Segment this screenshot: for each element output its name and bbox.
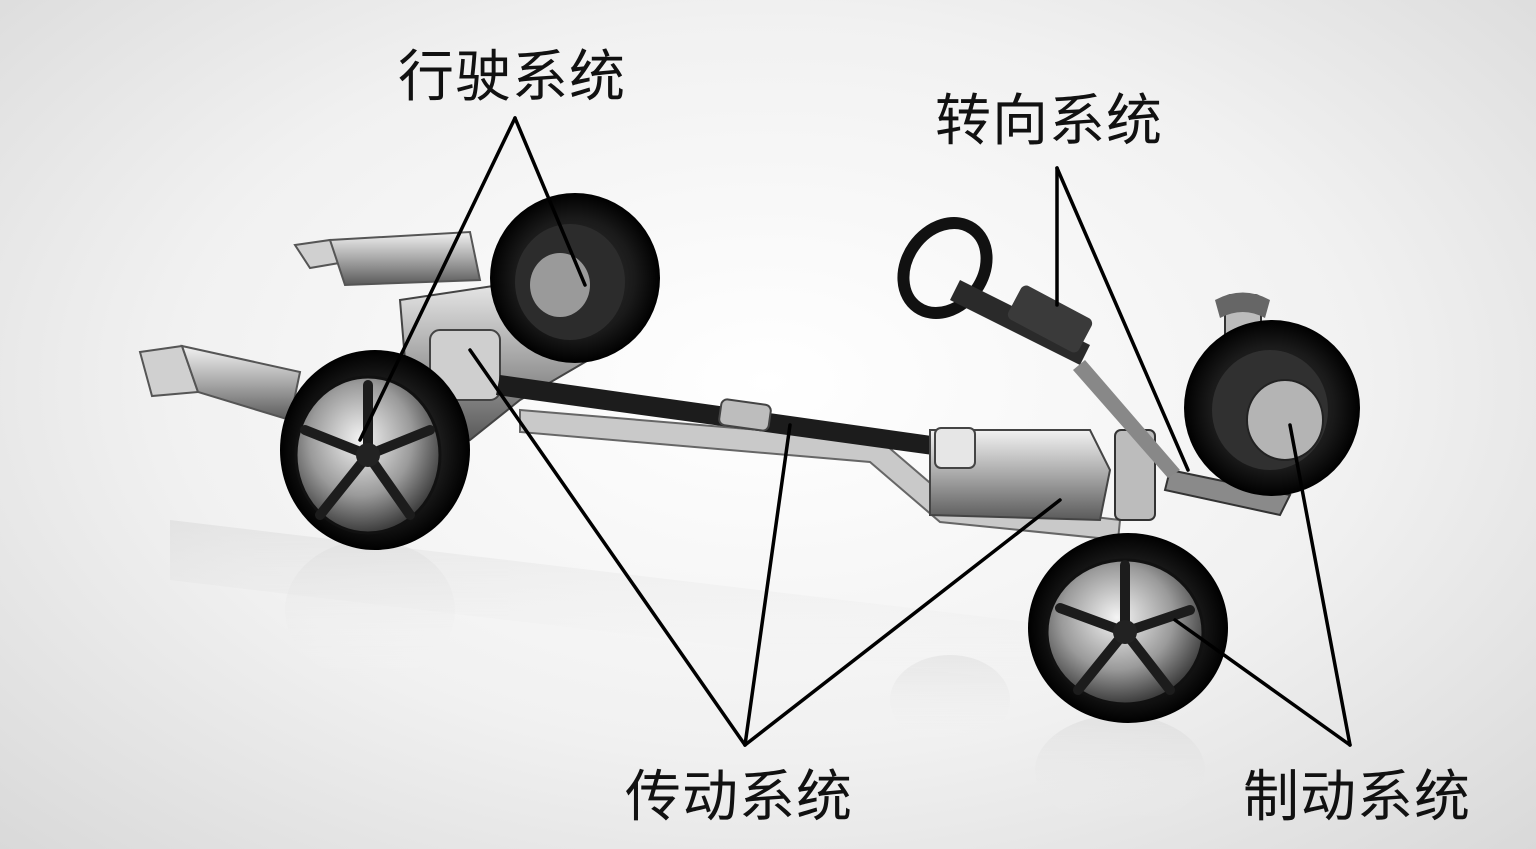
leader-lines (358, 116, 1352, 747)
brake-system-label: 制动系统 (1243, 765, 1471, 830)
leader-steering-2 (1055, 166, 1190, 472)
steering-system-label: 转向系统 (935, 89, 1163, 154)
leader-running-2 (513, 116, 587, 287)
front-far-wheel (1184, 320, 1360, 496)
floor-reflection (170, 520, 1205, 825)
drive-shaft (496, 375, 960, 458)
rear-far-wheel (490, 193, 660, 363)
leader-drive-3 (743, 498, 1062, 747)
engine-gearbox (929, 427, 1112, 522)
front-near-wheel (1028, 533, 1228, 723)
rear-near-wheel (280, 350, 470, 550)
leader-brake-1 (1288, 423, 1352, 747)
drive-system-label: 传动系统 (625, 765, 853, 830)
leader-drive-1 (468, 348, 747, 747)
leader-drive-2 (743, 423, 792, 747)
steering-column (897, 217, 1180, 478)
leader-running-1 (358, 116, 517, 442)
running-system-label: 行驶系统 (398, 45, 626, 110)
leader-brake-2 (1173, 618, 1352, 747)
